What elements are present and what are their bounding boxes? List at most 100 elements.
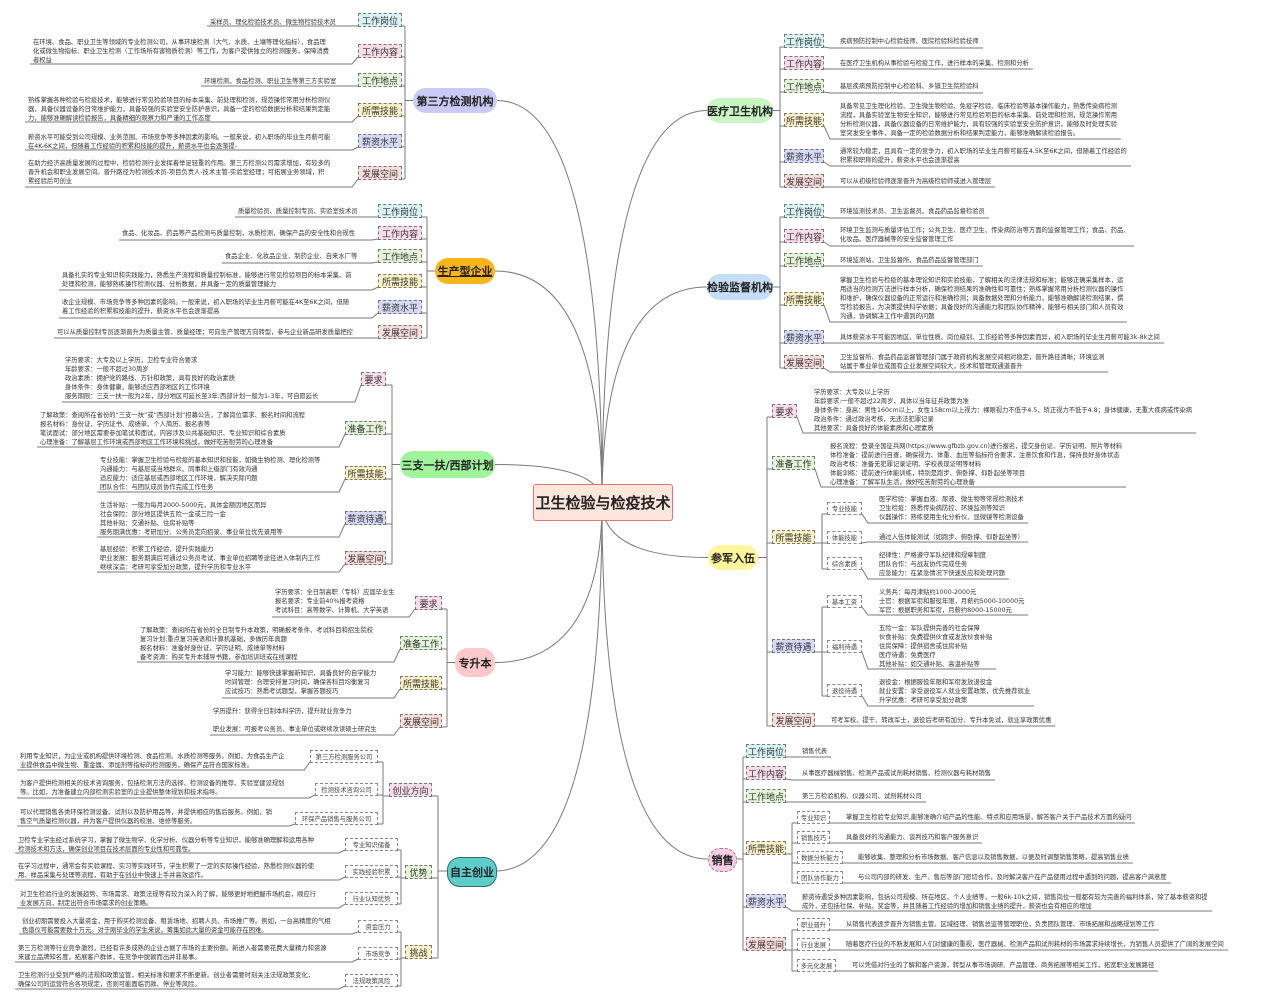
underline — [25, 146, 359, 151]
category-工作地点[interactable]: 工作地点 — [358, 73, 402, 87]
category-发展空间[interactable]: 发展空间 — [358, 166, 402, 180]
branch-node[interactable]: 参军入伍 — [708, 545, 758, 570]
category-薪资水平[interactable]: 薪资水平 — [378, 300, 422, 314]
subcategory-法规政策风险[interactable]: 法规政策风险 — [345, 973, 398, 987]
category-工作地点[interactable]: 工作地点 — [378, 249, 422, 263]
underline — [15, 958, 359, 963]
category-所需技能[interactable]: 所需技能 — [772, 530, 815, 544]
category-薪资待遇[interactable]: 薪资待遇 — [345, 511, 386, 525]
category-所需技能[interactable]: 所需技能 — [784, 113, 824, 127]
category-准备工作[interactable]: 准备工作 — [345, 421, 386, 435]
subcategory-综合素质[interactable]: 综合素质 — [827, 556, 862, 570]
text-line: 报名要求：专业前40%报考资格 — [275, 597, 365, 605]
category-要求[interactable]: 要求 — [415, 596, 442, 610]
item-text: 与公司内部的研发、生产、售后等部门密切合作，及时解决客户在产品使用过程中遇到的问… — [858, 873, 1167, 882]
branch-connector — [494, 501, 603, 872]
category-薪资水平[interactable]: 薪资水平 — [784, 149, 824, 163]
branch-node[interactable]: 第三方检测机构 — [413, 88, 497, 113]
subcategory-环保产品销售与服务公司[interactable]: 环保产品销售与服务公司 — [295, 811, 378, 825]
text-line: 分析检测仪器，具备仪器设备的日常维护能力，具有较强的实验室安全防护意识，能够及时… — [840, 120, 1118, 128]
central-topic[interactable]: 卫生检验与检疫技术 — [533, 484, 673, 521]
text-line: 复习计划:重点复习英语和计算机基础，多做历年真题 — [140, 635, 287, 643]
text-line: 食品企业、化妆品企业、制药企业、自来水厂等 — [225, 252, 358, 260]
text-line: 处理和检测，能够熟练操作检测仪器、分析数据，并具备一定的质量管理能力 — [62, 280, 277, 288]
text-line: 确保公司的运营符合各项规定，否则可能面临罚款、停业等风险。 — [18, 980, 201, 988]
category-工作岗位[interactable]: 工作岗位 — [784, 34, 824, 48]
category-发展空间[interactable]: 发展空间 — [784, 174, 824, 188]
category-创业方向[interactable]: 创业方向 — [389, 783, 432, 797]
category-工作地点[interactable]: 工作地点 — [784, 79, 824, 93]
category-发展空间[interactable]: 发展空间 — [784, 355, 824, 369]
branch-node[interactable]: 生产型企业 — [435, 258, 495, 284]
category-工作内容[interactable]: 工作内容 — [784, 56, 824, 70]
category-薪资待遇[interactable]: 薪资待遇 — [772, 639, 815, 653]
category-要求[interactable]: 要求 — [361, 372, 386, 386]
category-所需技能[interactable]: 所需技能 — [746, 841, 786, 855]
subcategory-资金压力[interactable]: 资金压力 — [358, 919, 398, 933]
category-工作地点[interactable]: 工作地点 — [784, 253, 824, 267]
category-薪资水平[interactable]: 薪资水平 — [784, 330, 824, 344]
branch-node[interactable]: 自主创业 — [447, 857, 497, 887]
subcategory-职业晋升[interactable]: 职业晋升 — [797, 917, 830, 931]
category-工作内容[interactable]: 工作内容 — [746, 766, 786, 780]
category-优势[interactable]: 优势 — [405, 865, 432, 879]
item-text: 可考军校、提干、转改军士，退役后考研有加分、专升本免试，就业享政策优惠 — [831, 716, 1051, 725]
category-要求[interactable]: 要求 — [772, 404, 797, 418]
category-工作岗位[interactable]: 工作岗位 — [358, 13, 402, 27]
subcategory-实践经验积累[interactable]: 实践经验积累 — [345, 864, 398, 878]
category-发展空间[interactable]: 发展空间 — [772, 713, 815, 727]
subcategory-行业认知优势[interactable]: 行业认知优势 — [345, 891, 398, 905]
subcategory-福利待遇[interactable]: 福利待遇 — [827, 639, 862, 653]
underline — [823, 125, 1121, 140]
text-line: 通常较为稳定，且具有一定的竞争力，初入职场的毕业生月薪可能在4.5K至6K之间，… — [840, 147, 1127, 155]
branch-node[interactable]: 医疗卫生机构 — [707, 98, 773, 123]
category-薪资水平[interactable]: 薪资水平 — [746, 894, 786, 908]
category-所需技能[interactable]: 所需技能 — [378, 274, 422, 288]
branch-node[interactable]: 检验监督机构 — [707, 274, 773, 300]
category-工作岗位[interactable]: 工作岗位 — [784, 204, 824, 218]
subcategory-第三方检测服务公司[interactable]: 第三方检测服务公司 — [310, 749, 378, 763]
category-工作内容[interactable]: 工作内容 — [358, 44, 402, 58]
category-发展空间[interactable]: 发展空间 — [746, 937, 786, 951]
category-准备工作[interactable]: 准备工作 — [772, 456, 815, 470]
subcategory-团队协作能力[interactable]: 团队协作能力 — [797, 870, 843, 884]
category-所需技能[interactable]: 所需技能 — [784, 292, 824, 306]
category-发展空间[interactable]: 发展空间 — [400, 714, 442, 728]
category-准备工作[interactable]: 准备工作 — [400, 636, 442, 650]
subcategory-退役待遇[interactable]: 退役待遇 — [827, 683, 862, 697]
item-text: 环境监测站、卫生监督所、食品药品监督管理部门 — [840, 256, 979, 265]
subcategory-专业知识[interactable]: 专业知识 — [797, 810, 830, 824]
underline — [861, 513, 1028, 524]
category-薪资水平[interactable]: 薪资水平 — [358, 134, 402, 148]
category-所需技能[interactable]: 所需技能 — [400, 676, 442, 690]
subcategory-专业技能[interactable]: 专业技能 — [827, 501, 862, 515]
category-所需技能[interactable]: 所需技能 — [358, 103, 402, 117]
category-工作岗位[interactable]: 工作岗位 — [746, 744, 786, 758]
subcategory-基本工资[interactable]: 基本工资 — [827, 594, 862, 608]
category-所需技能[interactable]: 所需技能 — [345, 466, 386, 480]
text-line: 了解政策：查阅所在省份的全日制专升本政策，明确报考条件、考试科目和招生院校 — [140, 626, 373, 634]
subcategory-行业发展[interactable]: 行业发展 — [797, 937, 830, 951]
category-发展空间[interactable]: 发展空间 — [378, 325, 422, 339]
text-line: 退役金：根据服役年限和军衔发放退役金 — [879, 678, 993, 686]
subcategory-市场竞争[interactable]: 市场竞争 — [358, 946, 398, 960]
subcategory-体能技能[interactable]: 体能技能 — [827, 530, 862, 544]
branch-node[interactable]: 专升本 — [455, 648, 495, 677]
subcategory-专业知识储备[interactable]: 专业知识储备 — [345, 837, 398, 851]
category-挑战[interactable]: 挑战 — [405, 945, 432, 959]
subcategory-销售技巧[interactable]: 销售技巧 — [797, 830, 830, 844]
subcategory-多元化发展[interactable]: 多元化发展 — [797, 958, 836, 972]
category-工作岗位[interactable]: 工作岗位 — [378, 204, 422, 218]
subcategory-检测技术咨询公司[interactable]: 检测技术咨询公司 — [315, 782, 378, 796]
category-发展空间[interactable]: 发展空间 — [345, 551, 386, 565]
text-line: 继续深造：考研可享受加分政策，提升学历和专业水平 — [100, 563, 252, 571]
category-工作内容[interactable]: 工作内容 — [378, 226, 422, 240]
branch-node[interactable]: 三支一扶/西部计划 — [400, 451, 495, 478]
category-工作地点[interactable]: 工作地点 — [746, 789, 786, 803]
underline — [861, 695, 1034, 707]
branch-node[interactable]: 销售 — [708, 848, 737, 872]
item-text: 薪资水平可能受到公司规模、业务范围、市场竞争等多种因素的影响。一般来说，初入职场… — [28, 133, 330, 151]
text-line: 环境监测站、卫生监督所、食品药品监督管理部门 — [840, 256, 979, 264]
category-工作内容[interactable]: 工作内容 — [784, 229, 824, 243]
subcategory-数据分析能力[interactable]: 数据分析能力 — [797, 850, 843, 864]
